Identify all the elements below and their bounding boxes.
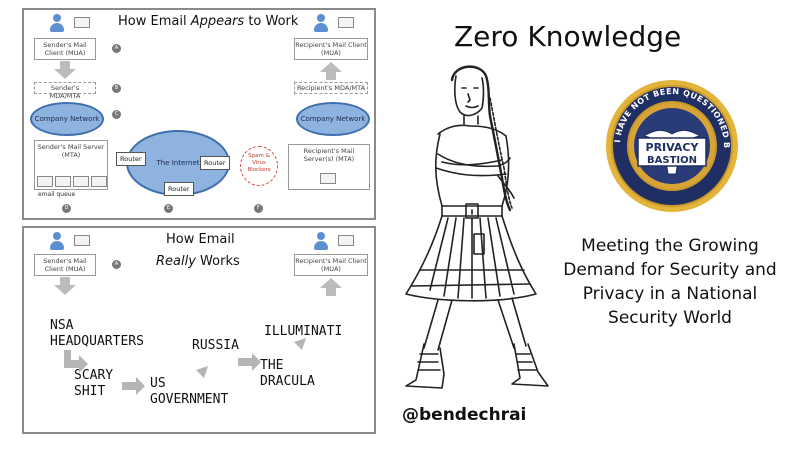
envelope-icon — [37, 176, 53, 187]
marker-f: F — [254, 204, 263, 213]
envelope-icon — [73, 176, 89, 187]
email-really-diagram: How Email Really Works Sender's Mail Cli… — [22, 226, 376, 434]
seal-line2: BASTION — [647, 155, 697, 166]
envelope-icon — [338, 235, 354, 246]
marker-a: A — [112, 44, 121, 53]
arrow-icon — [292, 338, 306, 352]
envelope-icon — [74, 17, 90, 28]
diagram-title-line1: How Email — [166, 232, 235, 247]
arrow-icon — [238, 353, 261, 371]
scary-shit-label: SCARY SHIT — [74, 368, 114, 399]
diagram-title: How Email Appears to Work — [118, 14, 298, 29]
up-arrow-icon — [320, 62, 342, 80]
marker-b: B — [112, 84, 121, 93]
router-box: Router — [164, 182, 194, 196]
router-box: Router — [116, 152, 146, 166]
marker-c: C — [112, 110, 121, 119]
arrow-icon — [194, 366, 208, 380]
author-handle: @bendechrai — [402, 405, 527, 425]
marker-d: D — [62, 204, 71, 213]
envelope-icon — [338, 17, 354, 28]
the-dracula-label: THE DRACULA — [260, 358, 315, 389]
arrow-icon — [122, 377, 145, 395]
diagram-title-line2: Really Works — [156, 254, 240, 269]
email-appears-diagram: How Email Appears to Work Sender's Mail … — [22, 8, 376, 220]
marker-a: A — [112, 260, 121, 269]
us-government-label: US GOVERNMENT — [150, 376, 229, 407]
recipient-user-icon — [314, 232, 328, 250]
recipient-mail-client: Recipient's Mail Client (MUA) — [294, 38, 368, 60]
recipient-user-icon — [314, 14, 328, 32]
drawn-figure-illustration — [405, 65, 549, 389]
sender-mail-client: Sender's Mail Client (MUA) — [34, 38, 96, 60]
recipient-mail-server: Recipient's Mail Server(s) (MTA) — [288, 144, 370, 190]
recipient-mail-client: Recipient's Mail Client (MUA) — [294, 254, 368, 276]
sender-user-icon — [50, 232, 64, 250]
title-emphasis: Appears — [190, 14, 245, 29]
title-emphasis: Really — [156, 254, 196, 269]
down-arrow-icon — [54, 277, 76, 295]
recipient-mda: Recipient's MDA/MTA — [294, 82, 368, 94]
slide-title: Zero Knowledge — [454, 20, 682, 53]
company-network-cloud: Company Network — [30, 102, 104, 136]
privacy-bastion-seal: I HAVE NOT BEEN QUESTIONED BY INTELLIGEN… — [604, 78, 738, 212]
sender-mda: Sender's MDA/MTA — [34, 82, 96, 100]
down-arrow-icon — [54, 61, 76, 79]
envelope-icon — [74, 235, 90, 246]
title-part: to Work — [244, 14, 299, 29]
router-box: Router — [200, 156, 230, 170]
sender-mail-client: Sender's Mail Client (MUA) — [34, 254, 96, 276]
spam-blockers: Spam & Virus Blockers — [240, 146, 278, 186]
envelope-icon — [91, 176, 107, 187]
title-part: How Email — [118, 14, 191, 29]
up-arrow-icon — [320, 278, 342, 296]
marker-e: E — [164, 204, 173, 213]
sender-user-icon — [50, 14, 64, 32]
recipient-network-cloud: Company Network — [296, 102, 370, 136]
seal-line1: PRIVACY — [646, 141, 700, 154]
nsa-headquarters-label: NSA HEADQUARTERS — [50, 318, 144, 349]
flow-arrows — [64, 338, 306, 395]
server-label: Sender's Mail Server (MTA) — [37, 143, 105, 160]
envelope-icon — [55, 176, 71, 187]
slide-tagline: Meeting the Growing Demand for Security … — [563, 236, 777, 328]
illuminati-label: ILLUMINATI — [264, 324, 343, 339]
title-part: Works — [195, 254, 240, 269]
arrow-icon — [64, 350, 88, 373]
email-queue-label: email queue — [38, 191, 76, 198]
envelope-icon — [320, 173, 336, 184]
russia-label: RUSSIA — [192, 338, 239, 353]
